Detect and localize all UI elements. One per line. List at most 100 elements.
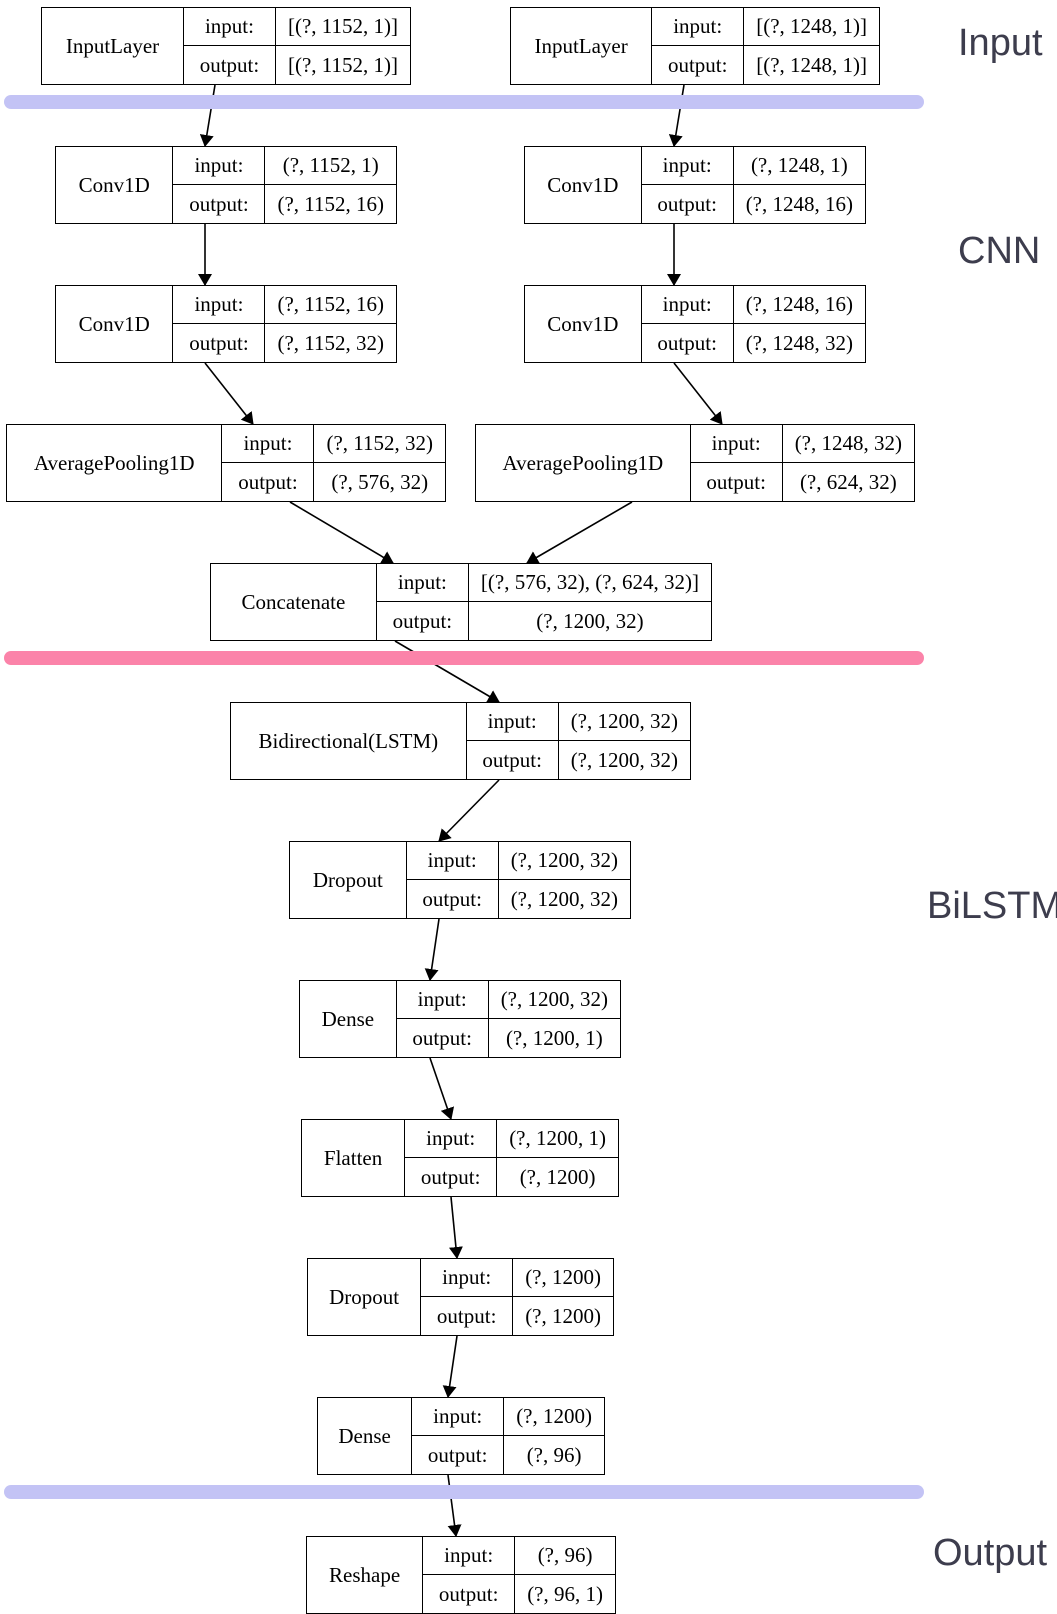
- layer-name: Dropout: [308, 1259, 422, 1335]
- layer-name: Concatenate: [211, 564, 377, 640]
- input-row: input:(?, 1248, 1): [641, 147, 865, 185]
- input-label: input:: [467, 703, 559, 740]
- output-label: output:: [642, 324, 734, 362]
- input-shape: (?, 1200, 32): [510, 848, 618, 872]
- output-row: output:[(?, 1248, 1)]: [652, 46, 879, 84]
- input-row: input:(?, 1200, 32): [396, 981, 620, 1019]
- edge-dense1-to-flatten: [429, 1057, 455, 1120]
- output-row: output:(?, 1248, 16): [642, 185, 865, 223]
- output-label: output:: [184, 46, 276, 84]
- input-shape: (?, 1152, 16): [277, 292, 384, 316]
- output-shape: [(?, 1152, 1)]: [287, 52, 398, 77]
- edge-conv2_a-to-pool_a: [204, 362, 254, 425]
- output-row: output: [(?, 1152, 1)]: [184, 46, 410, 84]
- layer-name: Conv1D: [525, 286, 642, 362]
- input-label: input:: [397, 981, 489, 1018]
- edge-dropout1-to-dense1: [424, 918, 440, 981]
- input-row: input:(?, 1248, 16): [641, 286, 865, 324]
- output-shape: (?, 1200, 32): [570, 747, 678, 772]
- output-label: output:: [407, 880, 499, 918]
- input-shape: (?, 1200, 1): [509, 1126, 606, 1150]
- output-row: output: (?, 1152, 32): [173, 324, 396, 362]
- input-shape: (?, 1200, 32): [570, 709, 678, 733]
- output-row: output:(?, 1200, 32): [407, 880, 630, 918]
- input-shape: [(?, 576, 32), (?, 624, 32)]: [480, 570, 699, 594]
- input-label: input:: [421, 1259, 514, 1296]
- output-label: output:: [397, 1019, 489, 1057]
- input-row: input: (?, 1200, 32): [466, 703, 690, 741]
- layer-name: Dense: [300, 981, 397, 1057]
- layer-name: InputLayer: [42, 8, 184, 84]
- input-label: input:: [642, 286, 734, 323]
- edge-bilstm-to-dropout1: [438, 779, 500, 842]
- layer-name: InputLayer: [511, 8, 653, 84]
- input-row: input: [(?, 576, 32), (?, 624, 32)]: [376, 564, 711, 602]
- output-label: output:: [423, 1575, 516, 1613]
- output-shape: (?, 1152, 32): [277, 330, 384, 355]
- input-label: input:: [222, 425, 315, 462]
- output-shape: (?, 1200): [519, 1164, 596, 1189]
- input-shape: (?, 1152, 32): [326, 431, 433, 455]
- output-row: output:(?, 1200): [421, 1297, 613, 1335]
- output-row: output: (?, 1152, 16): [173, 185, 396, 223]
- input-label: input:: [377, 564, 469, 601]
- layer-name: Reshape: [307, 1537, 424, 1613]
- output-section-band: [4, 1485, 924, 1499]
- output-shape: (?, 1200, 1): [505, 1025, 603, 1050]
- output-row: output:(?, 624, 32): [691, 463, 914, 501]
- cnn-section-band: [4, 651, 924, 665]
- input-label: input:: [184, 8, 276, 45]
- section-label-input: Input: [958, 22, 1043, 64]
- layer-node-bilstm: Bidirectional(LSTM)input:(?, 1200, 32)ou…: [230, 702, 691, 780]
- input-label: input:: [652, 8, 745, 45]
- output-shape: [(?, 1248, 1)]: [756, 52, 867, 77]
- output-label: output:: [405, 1158, 498, 1196]
- output-label: output:: [377, 602, 469, 640]
- input-shape: (?, 1248, 1): [750, 153, 848, 177]
- input-row: input:(?, 1152, 1): [173, 147, 396, 185]
- layer-name: Conv1D: [525, 147, 642, 223]
- input-label: input:: [423, 1537, 516, 1574]
- edge-dropout2-to-dense2: [442, 1335, 458, 1398]
- output-shape: (?, 1200, 32): [536, 608, 644, 633]
- output-label: output:: [691, 463, 783, 501]
- output-row: output: (?, 1200): [405, 1158, 618, 1196]
- output-row: output: (?, 1200, 32): [377, 602, 711, 640]
- output-label: output:: [222, 463, 315, 501]
- edge-conv2_b-to-pool_b: [673, 362, 723, 425]
- input-row: input:(?, 1200): [412, 1398, 604, 1436]
- input-label: input:: [412, 1398, 505, 1435]
- input-row: input:[(?, 1248, 1)]: [652, 8, 879, 46]
- edge-flatten-to-dropout2: [448, 1196, 463, 1259]
- output-row: output:(?, 1248, 32): [642, 324, 865, 362]
- output-label: output:: [173, 324, 266, 362]
- output-label: output:: [642, 185, 734, 223]
- input-row: input:(?, 96): [423, 1537, 615, 1575]
- input-label: input:: [173, 286, 266, 323]
- input-row: input: (?, 1200, 1): [405, 1120, 618, 1158]
- layer-name: Bidirectional(LSTM): [231, 703, 467, 779]
- output-row: output:(?, 96): [412, 1436, 604, 1474]
- input-label: input:: [405, 1120, 498, 1157]
- input-row: input:(?, 1200, 32): [406, 842, 630, 880]
- input-label: input:: [691, 425, 783, 462]
- layer-name: Dropout: [290, 842, 407, 918]
- input-row: input: (?, 1152, 16): [173, 286, 396, 324]
- output-label: output:: [421, 1297, 514, 1335]
- input-row: input: (?, 1200): [421, 1259, 613, 1297]
- layer-name: AveragePooling1D: [7, 425, 223, 501]
- output-label: output:: [173, 185, 266, 223]
- input-shape: (?, 1200): [525, 1265, 601, 1289]
- input-section-band: [4, 95, 924, 109]
- output-shape: (?, 1152, 16): [277, 191, 384, 216]
